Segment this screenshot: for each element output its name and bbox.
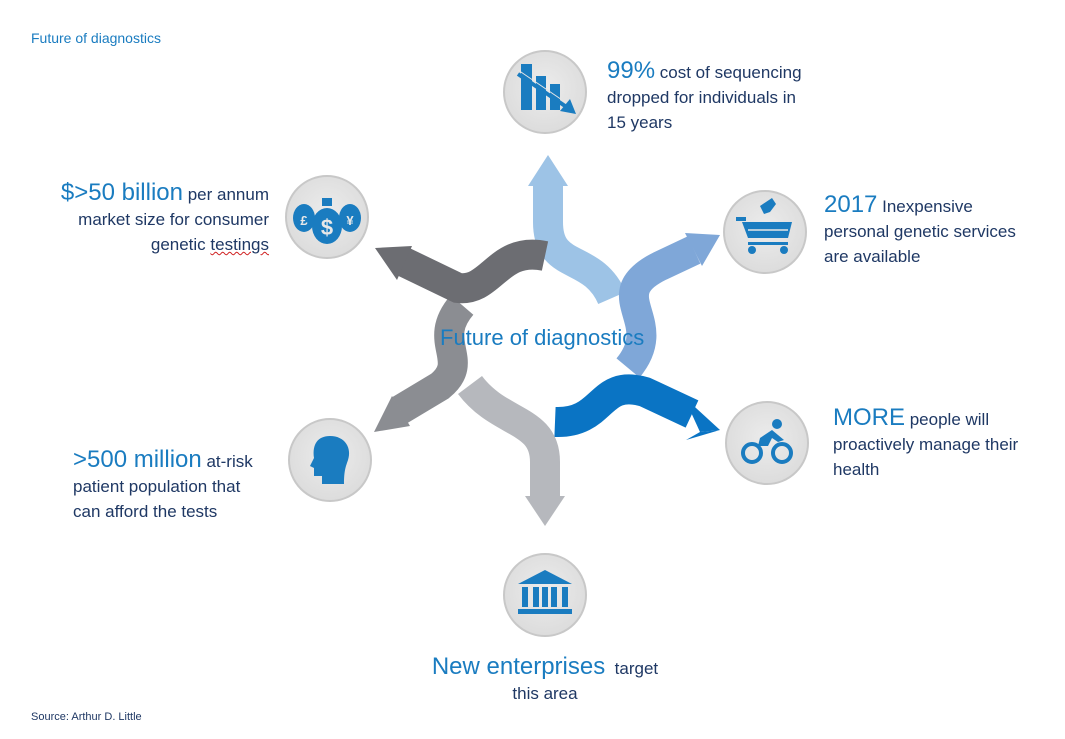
text: target (605, 659, 659, 678)
text: patient population that (73, 477, 241, 496)
arrow-top (528, 155, 626, 305)
highlight: >500 million (73, 446, 202, 473)
svg-text:$: $ (321, 215, 333, 240)
text: this area (512, 684, 578, 703)
center-label: Future of diagnostics (440, 325, 645, 350)
text: can afford the tests (73, 502, 218, 521)
highlight: 99% (607, 57, 656, 84)
item-new-enterprises: New enterprises target this area (400, 654, 690, 706)
item-sequencing-cost: 99% cost of sequencing dropped for indiv… (607, 58, 802, 135)
icon-circle-services (723, 190, 807, 274)
highlight: MORE (833, 404, 905, 431)
misspelled-word: testings (210, 235, 269, 254)
icon-circle-market: $ £ ¥ (285, 175, 369, 259)
item-genetic-services: 2017 Inexpensive personal genetic servic… (824, 192, 1016, 269)
text: health (833, 460, 880, 479)
text: dropped for individuals in (607, 88, 797, 107)
icon-circle-patients (288, 418, 372, 502)
text: 15 years (607, 113, 673, 132)
source-note: Source: Arthur D. Little (31, 711, 142, 723)
item-patient-population: >500 million at-risk patient population … (73, 447, 253, 524)
text: market size for consumer (78, 210, 269, 229)
cyclist-icon (741, 419, 793, 464)
text: Inexpensive (877, 197, 973, 216)
arrow-top-left (375, 239, 549, 304)
arrow-bottom (458, 375, 565, 526)
highlight: 2017 (824, 191, 878, 218)
highlight: New enterprises (431, 653, 606, 680)
page-title: Future of diagnostics (31, 30, 161, 46)
svg-text:£: £ (300, 213, 308, 228)
text: people will (905, 410, 990, 429)
text: at-risk (201, 452, 253, 471)
highlight: $>50 billion (60, 179, 183, 206)
text: proactively manage their (833, 435, 1019, 454)
text: per annum (183, 185, 269, 204)
shopping-cart-icon (736, 198, 792, 254)
svg-text:¥: ¥ (346, 213, 354, 228)
text: genetic (150, 235, 211, 254)
icon-circle-health (725, 401, 809, 485)
item-market-size: $>50 billion per annum market size for c… (9, 180, 269, 257)
icon-circle-sequencing (503, 50, 587, 134)
item-proactive-health: MORE people will proactively manage thei… (833, 405, 1018, 482)
arrow-right (554, 374, 720, 440)
human-head-icon (310, 436, 350, 484)
declining-bar-chart-icon (516, 64, 576, 114)
arrow-top-right (615, 233, 720, 378)
text: personal genetic services (824, 222, 1016, 241)
text: are available (824, 247, 921, 266)
bank-building-icon (518, 570, 572, 614)
icon-circle-enterprises (503, 553, 587, 637)
arrow-bottom-left (374, 295, 474, 432)
money-bags-icon: $ £ ¥ (293, 198, 361, 244)
text: cost of sequencing (655, 63, 802, 82)
